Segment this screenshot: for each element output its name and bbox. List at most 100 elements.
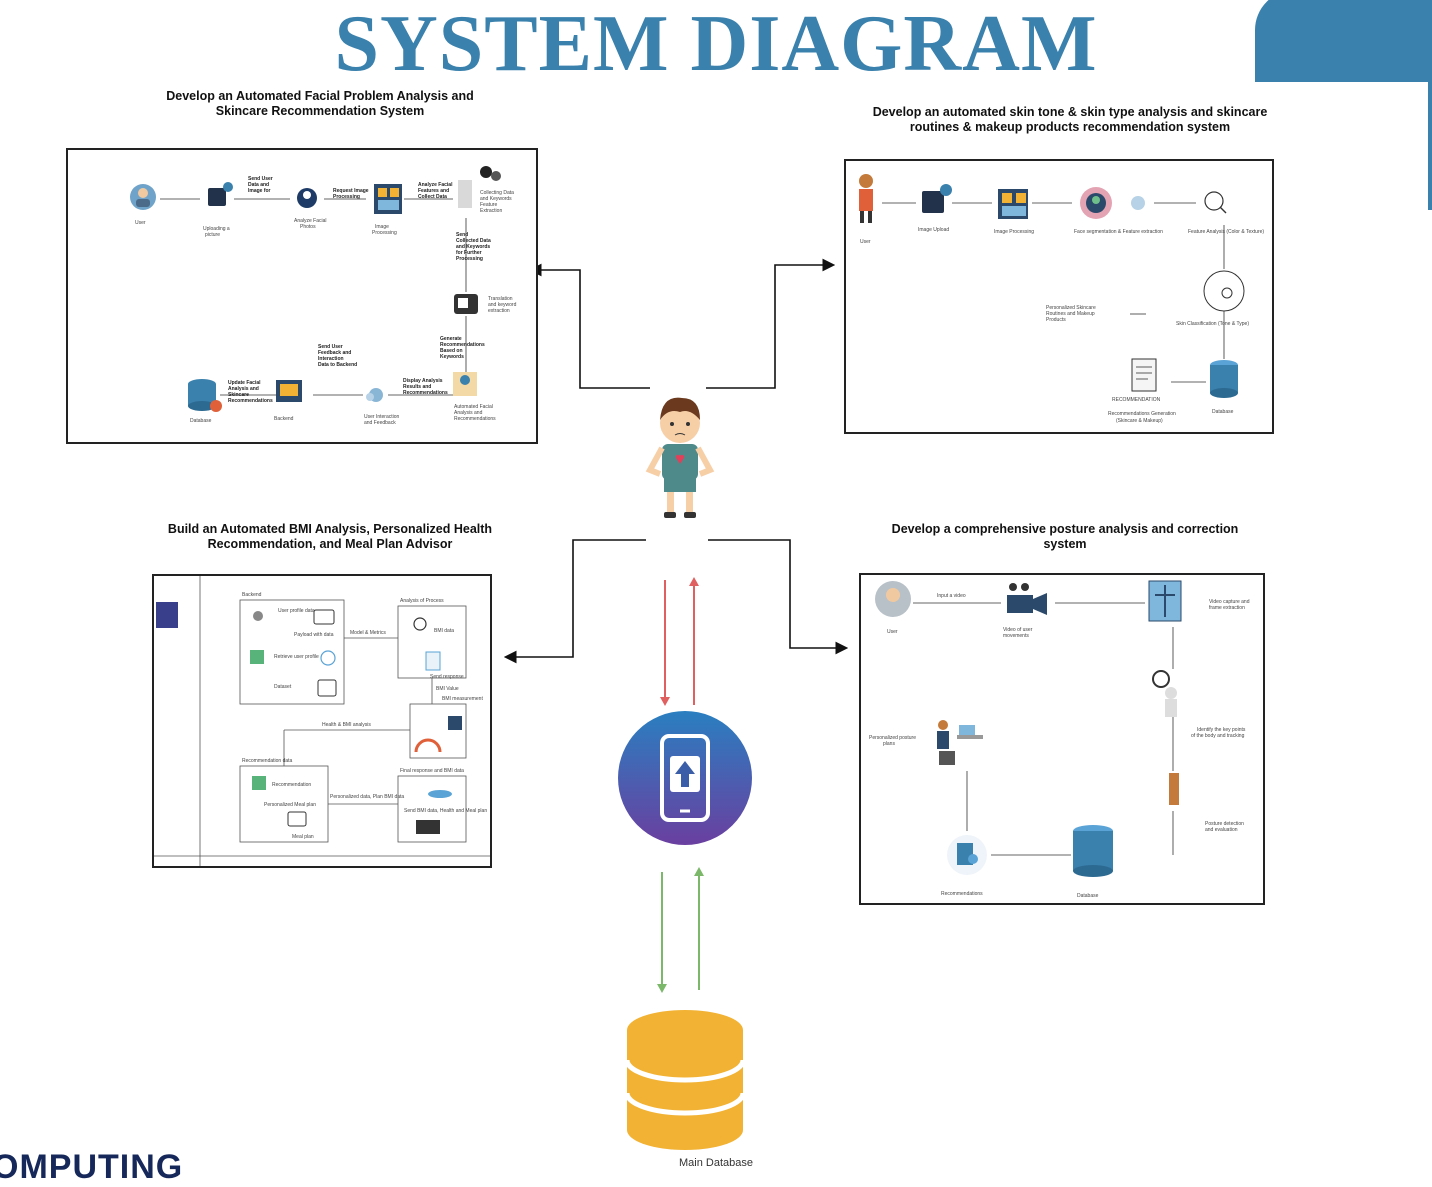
openai-icon-2 <box>252 776 266 790</box>
backend-icon <box>276 380 302 402</box>
storage-icon <box>428 790 452 798</box>
svg-text:and Feedback: and Feedback <box>364 420 396 426</box>
svg-text:Routines and Makeup: Routines and Makeup <box>1046 311 1095 317</box>
keypoint-tracking-icon <box>1152 670 1177 717</box>
screen-icon <box>416 820 440 834</box>
svg-text:User profile data: User profile data <box>278 608 315 614</box>
svg-text:Recommendation: Recommendation <box>272 782 311 788</box>
svg-text:Recommendations: Recommendations <box>454 416 496 422</box>
connector-to-module-2 <box>706 258 836 389</box>
dataset-icon <box>317 679 337 697</box>
svg-text:of the body and tracking: of the body and tracking <box>1191 733 1245 739</box>
connector-to-module-4 <box>708 539 849 655</box>
svg-text:Skincare: Skincare <box>228 392 249 398</box>
svg-text:Analyze Facial: Analyze Facial <box>294 218 327 224</box>
svg-text:Collect Data: Collect Data <box>418 194 447 200</box>
user-icon <box>859 174 873 223</box>
svg-text:Features and: Features and <box>418 188 449 194</box>
svg-text:Personalized posture: Personalized posture <box>869 735 916 741</box>
svg-text:Automated Facial: Automated Facial <box>454 404 493 410</box>
svg-text:User Interaction: User Interaction <box>364 414 400 420</box>
svg-text:Skin Classification (Tone & Ty: Skin Classification (Tone & Type) <box>1176 321 1249 327</box>
face-analysis-icon <box>297 188 317 208</box>
svg-text:Photos: Photos <box>300 224 316 230</box>
search-icon <box>413 617 427 631</box>
logo-text: OMPUTING <box>0 1148 184 1186</box>
openai-icon <box>250 650 264 664</box>
svg-text:Processing: Processing <box>333 194 360 200</box>
svg-text:Results and: Results and <box>403 384 431 390</box>
svg-text:Recommendations Generation: Recommendations Generation <box>1108 411 1176 417</box>
module-2-title: Develop an automated skin tone & skin ty… <box>872 105 1268 134</box>
posture-plan-icon <box>937 720 983 765</box>
svg-text:BMI measurement: BMI measurement <box>442 696 483 702</box>
svg-text:Translation: Translation <box>488 296 513 302</box>
svg-text:and Keywords: and Keywords <box>456 244 490 250</box>
svg-text:(Skincare & Makeup): (Skincare & Makeup) <box>1116 418 1163 424</box>
svg-text:Request Image: Request Image <box>333 188 369 194</box>
svg-text:Recommendation data: Recommendation data <box>242 758 293 764</box>
waveform-icon <box>313 609 335 625</box>
svg-text:Keywords: Keywords <box>440 354 464 360</box>
svg-text:extraction: extraction <box>488 308 510 314</box>
svg-text:Uploading a: Uploading a <box>203 226 230 232</box>
svg-text:User: User <box>887 629 898 635</box>
image-processing-icon <box>374 184 402 214</box>
image-upload-icon <box>208 182 233 206</box>
svg-text:Recommendations: Recommendations <box>440 342 485 348</box>
svg-text:plans: plans <box>883 741 895 747</box>
module-4-panel: User Input a video Video of user movemen… <box>859 573 1265 905</box>
svg-text:Analysis and: Analysis and <box>228 386 259 392</box>
database-icon <box>1073 825 1113 877</box>
svg-text:for Further: for Further <box>456 250 482 256</box>
main-database-caption: Main Database <box>679 1157 753 1169</box>
svg-text:Feedback and: Feedback and <box>318 350 351 356</box>
svg-text:Based on: Based on <box>440 348 463 354</box>
svg-text:Database: Database <box>1212 409 1234 415</box>
svg-text:RECOMMENDATION: RECOMMENDATION <box>1112 397 1161 403</box>
svg-text:Display Analysis: Display Analysis <box>403 378 443 384</box>
svg-text:Analyze Facial: Analyze Facial <box>418 182 453 188</box>
database-icon <box>1210 360 1238 398</box>
user-profile-icon <box>253 611 263 621</box>
edge-accent-line <box>1428 80 1432 210</box>
svg-text:Video of user: Video of user <box>1003 627 1033 633</box>
svg-text:Identify the key points: Identify the key points <box>1197 727 1246 733</box>
svg-text:Send BMI data, Health and Meal: Send BMI data, Health and Meal plan <box>404 808 487 814</box>
svg-text:Final response and BMI data: Final response and BMI data <box>400 768 464 774</box>
user-figure-icon <box>645 397 715 518</box>
svg-text:Send User: Send User <box>318 344 343 350</box>
svg-text:Send: Send <box>456 232 468 238</box>
user-icon <box>130 184 156 210</box>
svg-text:Processing: Processing <box>456 256 483 262</box>
svg-text:Recommendations: Recommendations <box>228 398 273 404</box>
svg-text:and Keywords: and Keywords <box>480 196 512 202</box>
feature-analysis-icon <box>1204 191 1227 214</box>
module-4-title: Develop a comprehensive posture analysis… <box>891 522 1239 551</box>
svg-text:Processing: Processing <box>372 230 397 236</box>
svg-text:Backend: Backend <box>274 416 294 422</box>
svg-text:Generate: Generate <box>440 336 462 342</box>
module-4-flow: User Input a video Video of user movemen… <box>869 580 1250 899</box>
svg-text:BMI data: BMI data <box>434 628 454 634</box>
main-database-icon <box>624 1010 746 1150</box>
module-3-title: Build an Automated BMI Analysis, Persona… <box>167 522 493 551</box>
svg-text:Backend: Backend <box>242 592 262 598</box>
app-thumbnail-icon <box>156 602 178 628</box>
svg-text:Interaction: Interaction <box>318 356 344 362</box>
svg-text:User: User <box>135 220 146 226</box>
svg-text:Posture detection: Posture detection <box>1205 821 1244 827</box>
recommendation-doc-icon <box>1131 358 1157 392</box>
svg-text:Personalized Skincare: Personalized Skincare <box>1046 305 1096 311</box>
connector-to-module-3 <box>503 539 646 664</box>
svg-text:Face segmentation & Feature ex: Face segmentation & Feature extraction <box>1074 229 1163 235</box>
svg-text:Database: Database <box>190 418 212 424</box>
mobile-upload-icon <box>618 711 752 845</box>
skin-classification-icon <box>1203 270 1245 312</box>
svg-text:Personalized data, Plan BMI da: Personalized data, Plan BMI data <box>330 794 404 800</box>
svg-text:Database: Database <box>1077 893 1099 899</box>
